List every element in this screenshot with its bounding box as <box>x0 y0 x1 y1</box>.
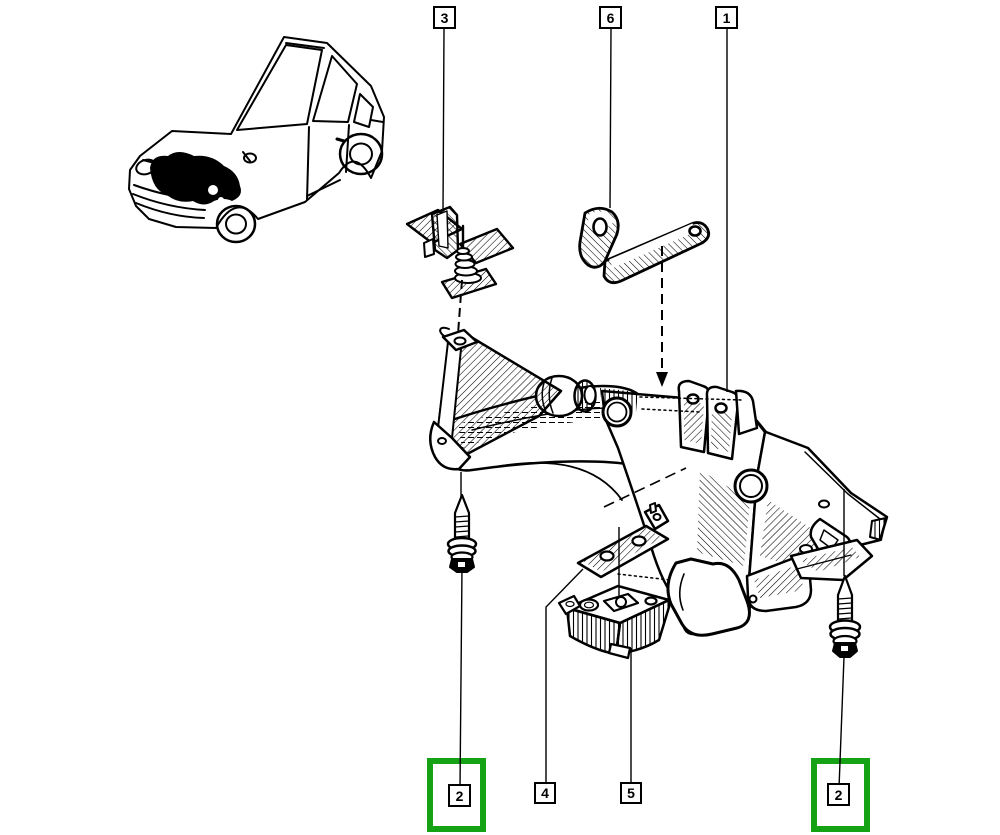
part-crossmember-1 <box>429 326 889 637</box>
engine-bay-highlight-blob <box>150 152 241 205</box>
callout-2-right[interactable]: 2 <box>827 783 850 806</box>
callout-4[interactable]: 4 <box>534 782 556 804</box>
callout-6[interactable]: 6 <box>599 6 622 29</box>
callout-3[interactable]: 3 <box>433 6 456 29</box>
callout-6-label: 6 <box>606 9 615 26</box>
callout-2-left-label: 2 <box>455 787 464 804</box>
part-bolt-2-right <box>828 574 862 658</box>
callout-4-label: 4 <box>541 785 549 801</box>
part-mount-5 <box>557 584 671 660</box>
leader-lines <box>442 28 845 789</box>
callout-5[interactable]: 5 <box>620 782 642 804</box>
part-plate-4 <box>576 502 670 579</box>
callout-2-left[interactable]: 2 <box>448 784 471 807</box>
callout-1[interactable]: 1 <box>715 6 738 29</box>
callout-2-right-label: 2 <box>834 786 843 803</box>
car-thumbnail <box>128 36 385 244</box>
part-bolt-2-left <box>446 493 478 573</box>
callout-3-label: 3 <box>440 9 449 26</box>
part-strap-6 <box>578 206 711 285</box>
part-bracket-3 <box>405 205 515 300</box>
callout-1-label: 1 <box>722 9 731 26</box>
callout-5-label: 5 <box>627 785 635 801</box>
highlight-frame-left <box>427 758 486 832</box>
